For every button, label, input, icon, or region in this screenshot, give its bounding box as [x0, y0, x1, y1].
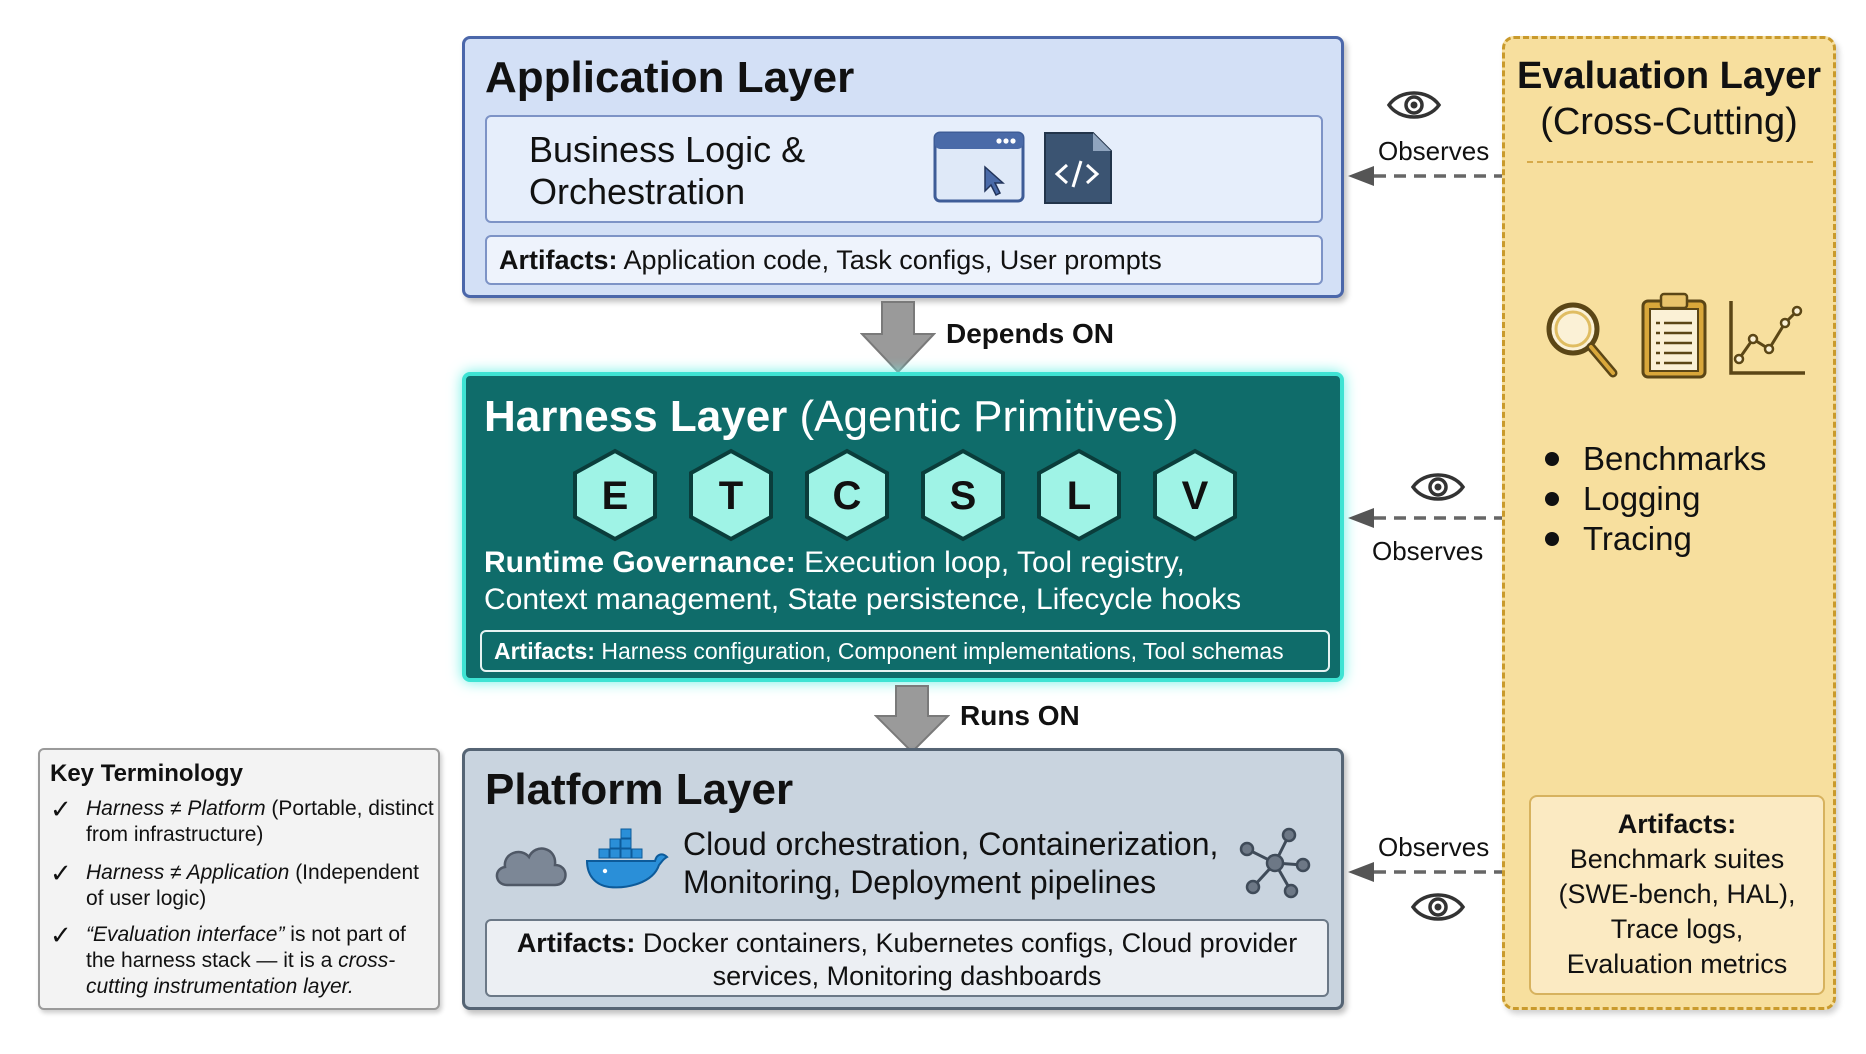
evaluation-bullet: Tracing	[1545, 519, 1766, 559]
key-term-em: Harness ≠ Platform	[86, 797, 266, 820]
primitive-letter-l: L	[1067, 474, 1091, 518]
primitive-letter-s: S	[950, 474, 977, 518]
key-term-item: ✓ Harness ≠ Platform (Portable, distinct…	[50, 796, 436, 848]
evaluation-title-main: Evaluation Layer	[1516, 55, 1822, 97]
primitive-hex-c: C	[805, 448, 889, 542]
observes-arrow	[1348, 166, 1502, 186]
harness-layer: Harness Layer (Agentic Primitives) E T C…	[462, 372, 1344, 682]
magnifier-icon	[1546, 302, 1618, 378]
evaluation-artifacts-line: (SWE-bench, HAL),	[1558, 879, 1796, 909]
bullet-dot	[1545, 452, 1559, 466]
observes-arrow	[1348, 508, 1502, 528]
application-layer: Application Layer Business Logic & Orche…	[462, 36, 1344, 298]
harness-layer-title: Harness Layer (Agentic Primitives)	[484, 392, 1178, 442]
platform-artifacts: Artifacts: Docker containers, Kubernetes…	[485, 919, 1329, 997]
evaluation-bullet: Benchmarks	[1545, 439, 1766, 479]
runtime-governance-line2: Context management, State persistence, L…	[484, 583, 1242, 616]
evaluation-bullets: Benchmarks Logging Tracing	[1545, 439, 1766, 559]
application-artifacts-label: Artifacts:	[499, 245, 618, 275]
runtime-governance-label: Runtime Governance:	[484, 546, 796, 579]
clipboard-icon	[1641, 292, 1707, 379]
business-logic-text: Business Logic & Orchestration	[529, 129, 909, 213]
evaluation-bullet-text: Tracing	[1583, 520, 1692, 557]
evaluation-layer-title: Evaluation Layer (Cross-Cutting)	[1505, 53, 1833, 145]
docker-whale-icon	[585, 828, 669, 889]
evaluation-artifacts-line: Evaluation metrics	[1566, 949, 1788, 979]
evaluation-artifacts: Artifacts: Benchmark suites (SWE-bench, …	[1529, 795, 1825, 995]
harness-artifacts: Artifacts: Harness configuration, Compon…	[480, 630, 1330, 672]
key-term-item: ✓ Harness ≠ Application (Independent of …	[50, 860, 436, 912]
evaluation-divider	[1527, 161, 1813, 163]
evaluation-artifacts-line: Benchmark suites	[1569, 844, 1785, 874]
runtime-governance: Runtime Governance: Execution loop, Tool…	[484, 544, 1241, 618]
observes-arrow	[1348, 862, 1502, 882]
checkmark-icon: ✓	[50, 920, 72, 950]
code-file-icon	[1044, 132, 1112, 204]
harness-title-bold: Harness Layer	[484, 392, 788, 441]
eye-icon	[1386, 91, 1442, 119]
harness-title-rest: (Agentic Primitives)	[787, 392, 1179, 441]
key-term-rest: (Portable, distinct from infrastructure)	[86, 797, 434, 846]
depends-on-label: Depends ON	[946, 318, 1115, 349]
application-artifacts: Artifacts: Application code, Task config…	[485, 235, 1323, 285]
observes-label: Observes	[1378, 136, 1490, 166]
harness-artifacts-text: Harness configuration, Component impleme…	[594, 638, 1284, 664]
primitive-letter-e: E	[602, 474, 629, 518]
primitive-hex-s: S	[921, 448, 1005, 542]
application-artifacts-text: Application code, Task configs, User pro…	[617, 245, 1162, 275]
key-terminology-title: Key Terminology	[50, 760, 243, 787]
key-terminology-box: Key Terminology ✓ Harness ≠ Platform (Po…	[38, 748, 440, 1010]
application-layer-title: Application Layer	[485, 53, 855, 102]
key-term-rest: (Independent of user logic)	[86, 861, 419, 910]
primitive-hex-e: E	[573, 448, 657, 542]
checkmark-icon: ✓	[50, 858, 72, 888]
line-chart-icon	[1729, 301, 1805, 375]
bullet-dot	[1545, 532, 1559, 546]
primitive-letter-t: T	[719, 474, 743, 518]
observes-label: Observes	[1372, 536, 1484, 566]
evaluation-bullet-text: Logging	[1583, 480, 1701, 517]
bullet-dot	[1545, 492, 1559, 506]
observes-label: Observes	[1378, 832, 1490, 862]
harness-artifacts-label: Artifacts:	[494, 638, 595, 664]
primitive-hex-t: T	[689, 448, 773, 542]
key-term-em: Harness ≠ Application	[86, 861, 290, 884]
runs-on-arrow	[874, 685, 950, 754]
platform-description: Cloud orchestration, Containerization, M…	[683, 825, 1218, 901]
platform-desc-line2: Monitoring, Deployment pipelines	[683, 864, 1157, 900]
platform-artifacts-line2: services, Monitoring dashboards	[712, 961, 1102, 991]
evaluation-artifacts-title: Artifacts:	[1617, 809, 1737, 839]
key-term-em: “Evaluation interface”	[86, 923, 285, 946]
primitive-hex-l: L	[1037, 448, 1121, 542]
key-term-em2: cross-cutting instrumentation layer.	[86, 949, 396, 998]
platform-artifacts-line1: Docker containers, Kubernetes configs, C…	[635, 928, 1298, 958]
platform-layer-title: Platform Layer	[485, 765, 794, 814]
eye-icon	[1410, 473, 1466, 501]
evaluation-layer: Evaluation Layer (Cross-Cutting) Benchma…	[1502, 36, 1836, 1010]
platform-desc-line1: Cloud orchestration, Containerization,	[683, 826, 1219, 862]
business-logic-box: Business Logic & Orchestration	[485, 115, 1323, 223]
platform-artifacts-label: Artifacts:	[516, 928, 636, 958]
evaluation-bullet: Logging	[1545, 479, 1766, 519]
primitive-hex-v: V	[1153, 448, 1237, 542]
evaluation-bullet-text: Benchmarks	[1583, 440, 1767, 477]
evaluation-title-sub: (Cross-Cutting)	[1540, 101, 1798, 143]
network-nodes-icon	[1239, 827, 1311, 899]
platform-layer: Platform Layer Cloud orchestration, Cont…	[462, 748, 1344, 1010]
eye-icon	[1410, 893, 1466, 921]
primitive-letter-c: C	[833, 474, 862, 518]
business-logic-line1: Business Logic &	[529, 129, 806, 170]
runs-on-label: Runs ON	[960, 700, 1080, 731]
depends-on-arrow	[860, 301, 936, 374]
evaluation-artifacts-line: Trace logs,	[1610, 914, 1744, 944]
checkmark-icon: ✓	[50, 794, 72, 824]
cloud-icon	[495, 847, 567, 887]
key-term-item: ✓ “Evaluation interface” is not part of …	[50, 922, 436, 1000]
runtime-governance-line1: Execution loop, Tool registry,	[795, 546, 1185, 579]
key-term-rest: is not part of the harness stack — it is…	[86, 923, 406, 972]
primitive-letter-v: V	[1182, 474, 1209, 518]
business-logic-line2: Orchestration	[529, 171, 746, 212]
browser-window-icon	[933, 131, 1025, 203]
